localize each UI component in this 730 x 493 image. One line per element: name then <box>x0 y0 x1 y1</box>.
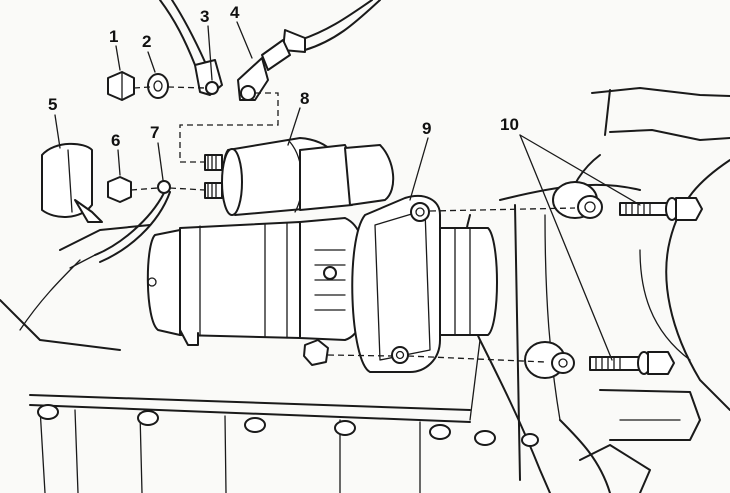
terminal-cover <box>41 142 103 223</box>
oil-pan <box>29 394 539 493</box>
housing-boss-lower <box>524 341 575 379</box>
mounting-bolt-lower <box>589 351 675 375</box>
exciter-wire <box>69 180 171 269</box>
mounting-flange <box>351 195 498 373</box>
leader-lines <box>54 21 641 361</box>
callout-5: 5 <box>48 95 57 114</box>
small-nut <box>107 176 132 203</box>
callout-1: 1 <box>109 27 118 46</box>
callout-9: 9 <box>422 119 431 138</box>
flange-nut <box>303 339 329 366</box>
assembly-guides <box>130 86 576 363</box>
callout-6: 6 <box>111 131 120 150</box>
solenoid <box>204 137 395 216</box>
callout-7: 7 <box>150 123 159 142</box>
terminal-washer <box>147 73 169 99</box>
callout-3: 3 <box>200 7 209 26</box>
callout-2: 2 <box>142 32 151 51</box>
starter-motor <box>146 217 366 346</box>
callout-8: 8 <box>300 89 309 108</box>
callout-10: 10 <box>500 115 519 134</box>
engine-block-left <box>0 224 151 351</box>
mounting-bolt-upper <box>619 197 703 221</box>
transmission-housing <box>462 87 730 493</box>
main-cable <box>237 0 381 101</box>
callout-labels: 1 2 3 4 5 6 7 8 9 10 <box>48 3 519 150</box>
callout-4: 4 <box>230 3 240 22</box>
battery-cable <box>159 0 223 96</box>
housing-boss-upper <box>552 181 603 219</box>
terminal-nut <box>107 71 135 101</box>
